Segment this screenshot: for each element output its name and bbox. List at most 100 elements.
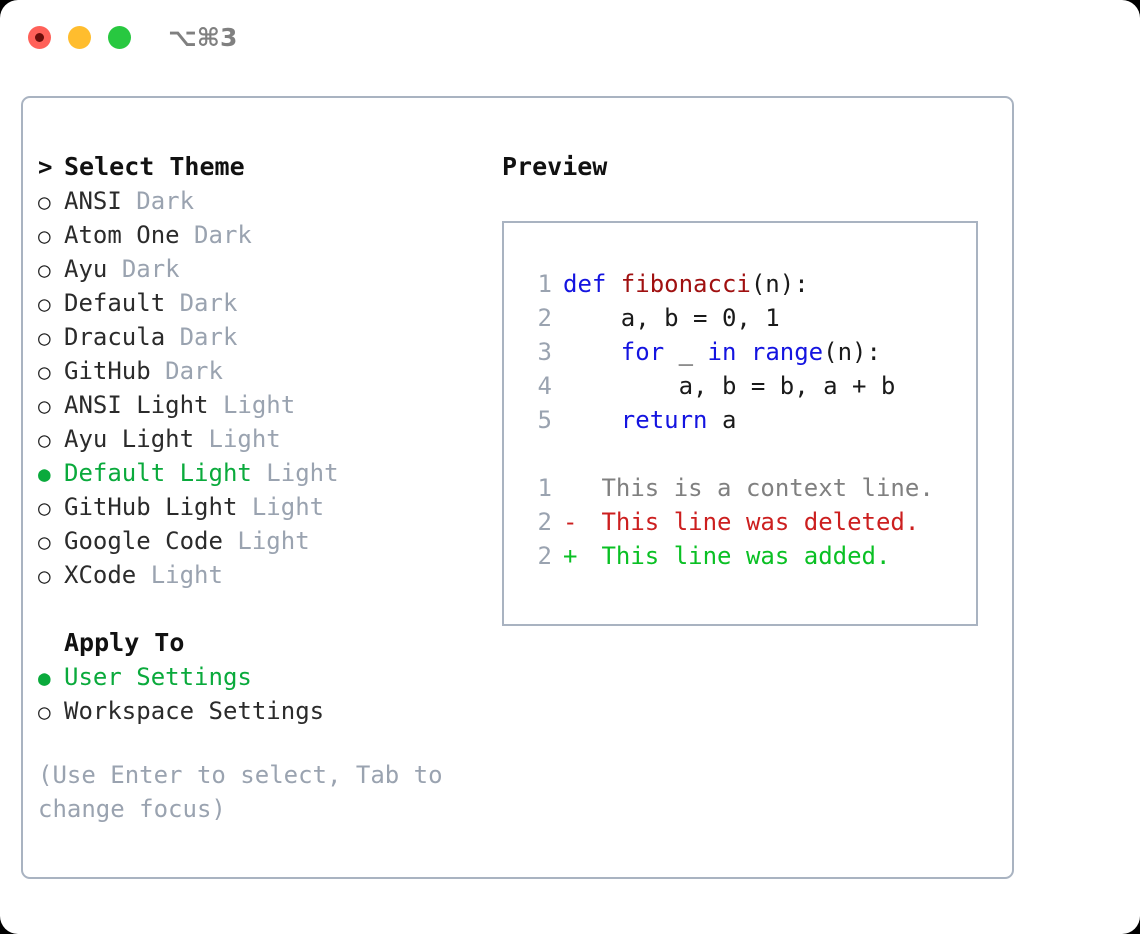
line-number: 2 — [537, 304, 552, 332]
radio-unselected-icon[interactable]: ○ — [38, 224, 51, 248]
radio-unselected-icon[interactable]: ○ — [38, 292, 51, 316]
radio-unselected-icon[interactable]: ○ — [38, 700, 51, 724]
radio-unselected-icon[interactable]: ○ — [38, 360, 51, 384]
code-line: 1 def fibonacci (n): — [522, 267, 976, 301]
theme-item-default-light[interactable]: ● Default Light Light — [38, 456, 488, 490]
theme-category: Dark — [179, 323, 238, 351]
theme-item-default[interactable]: ○ Default Dark — [38, 286, 488, 320]
code-token: fibonacci — [620, 270, 751, 298]
radio-selected-icon[interactable]: ● — [38, 666, 51, 690]
theme-name: Dracula — [64, 323, 166, 351]
theme-item-ansi[interactable]: ○ ANSI Dark — [38, 184, 488, 218]
apply-to-title: Apply To — [64, 628, 185, 657]
theme-category: Dark — [179, 289, 238, 317]
minimize-button[interactable] — [68, 26, 91, 49]
theme-item-dracula[interactable]: ○ Dracula Dark — [38, 320, 488, 354]
apply-to-label: Workspace Settings — [64, 697, 325, 725]
radio-unselected-icon[interactable]: ○ — [38, 428, 51, 452]
theme-item-github[interactable]: ○ GitHub Dark — [38, 354, 488, 388]
line-number: 4 — [537, 372, 552, 400]
theme-name: GitHub — [64, 357, 151, 385]
preview-box: 1 def fibonacci (n): 2 a, b = 0, 1 3 for — [502, 221, 978, 626]
theme-item-ayu-light[interactable]: ○ Ayu Light Light — [38, 422, 488, 456]
line-number: 2 — [537, 508, 552, 536]
theme-category: Dark — [121, 255, 180, 283]
theme-name: Default Light — [64, 459, 252, 487]
diff-sign: + — [563, 542, 578, 570]
code-line: 2 a, b = 0, 1 — [522, 301, 976, 335]
code-token: a — [707, 406, 737, 434]
preview-column: Preview 1 def fibonacci (n): 2 a, b = 0,… — [502, 150, 1002, 626]
radio-unselected-icon[interactable]: ○ — [38, 190, 51, 214]
theme-list-column: > Select Theme ○ ANSI Dark ○ Atom One Da… — [38, 150, 488, 826]
code-token: (n): — [750, 270, 809, 298]
code-line: 3 for _ in range (n): — [522, 335, 976, 369]
line-number: 1 — [537, 270, 552, 298]
diff-sign: - — [563, 508, 578, 536]
theme-category: Dark — [194, 221, 252, 249]
theme-item-google-code[interactable]: ○ Google Code Light — [38, 524, 488, 558]
line-number: 2 — [537, 542, 552, 570]
diff-text: This line was added. — [587, 542, 891, 570]
apply-to-user-settings[interactable]: ● User Settings — [38, 660, 488, 694]
code-token: a, b = 0, 1 — [563, 304, 780, 332]
close-button[interactable] — [28, 26, 51, 49]
radio-unselected-icon[interactable]: ○ — [38, 496, 51, 520]
line-number: 5 — [537, 406, 552, 434]
theme-category: Dark — [136, 187, 195, 215]
theme-name: Ayu Light — [64, 425, 195, 453]
theme-item-xcode[interactable]: ○ XCode Light — [38, 558, 488, 592]
theme-item-github-light[interactable]: ○ GitHub Light Light — [38, 490, 488, 524]
code-token: a, b = b, a + b — [563, 372, 896, 400]
code-token: range — [750, 338, 824, 366]
theme-category: Light — [222, 391, 296, 419]
diff-text: This line was deleted. — [587, 508, 920, 536]
code-token: def — [563, 270, 621, 298]
theme-name: Google Code — [64, 527, 223, 555]
code-token — [563, 403, 621, 437]
radio-unselected-icon[interactable]: ○ — [38, 564, 51, 588]
theme-category: Light — [150, 561, 223, 589]
theme-name: XCode — [64, 561, 137, 589]
theme-name: Default — [64, 289, 166, 317]
code-token: for — [620, 338, 665, 366]
theme-name: Atom One — [64, 221, 180, 249]
traffic-light-buttons — [28, 26, 131, 49]
keyboard-hint-text: (Use Enter to select, Tab to change focu… — [38, 761, 443, 823]
preview-heading: Preview — [502, 152, 608, 181]
maximize-button[interactable] — [108, 26, 131, 49]
diff-text: This is a context line. — [587, 474, 934, 502]
line-number: 1 — [537, 474, 552, 502]
diff-line-added: 2 + This line was added. — [522, 539, 976, 573]
radio-selected-icon[interactable]: ● — [38, 462, 51, 486]
theme-category: Light — [266, 459, 339, 487]
theme-item-atom-one[interactable]: ○ Atom One Dark — [38, 218, 488, 252]
diff-line-context: 1 This is a context line. — [522, 471, 976, 505]
theme-item-ayu[interactable]: ○ Ayu Dark — [38, 252, 488, 286]
code-token: (n): — [823, 338, 881, 366]
select-theme-header: > Select Theme — [38, 150, 488, 184]
select-theme-title: Select Theme — [64, 152, 245, 181]
code-token: _ — [664, 338, 708, 366]
theme-name: Ayu — [64, 255, 108, 283]
radio-unselected-icon[interactable]: ○ — [38, 326, 51, 350]
selection-arrow-icon: > — [38, 153, 53, 181]
diff-sign — [563, 471, 587, 505]
theme-selector-panel: > Select Theme ○ ANSI Dark ○ Atom One Da… — [21, 96, 1014, 879]
theme-item-ansi-light[interactable]: ○ ANSI Light Light — [38, 388, 488, 422]
spacer-marker — [38, 626, 64, 660]
apply-to-workspace-settings[interactable]: ○ Workspace Settings — [38, 694, 488, 728]
theme-category: Light — [208, 425, 281, 453]
code-line: 5 return a — [522, 403, 976, 437]
code-token: return — [620, 406, 708, 434]
diff-line-deleted: 2 - This line was deleted. — [522, 505, 976, 539]
radio-unselected-icon[interactable]: ○ — [38, 258, 51, 282]
preview-spacer — [522, 437, 976, 471]
apply-to-header: Apply To — [38, 626, 488, 660]
code-line: 4 a, b = b, a + b — [522, 369, 976, 403]
keyboard-shortcut-label: ⌥⌘3 — [168, 23, 238, 52]
radio-unselected-icon[interactable]: ○ — [38, 394, 51, 418]
theme-category: Light — [237, 527, 310, 555]
radio-unselected-icon[interactable]: ○ — [38, 530, 51, 554]
